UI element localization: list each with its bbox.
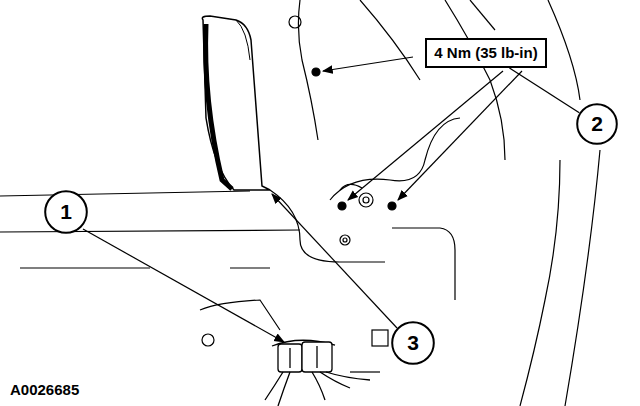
callout-circle-outline [45,191,87,233]
callout-circle: 3 [391,321,435,365]
torque-spec-box: 4 Nm (35 lb-in) [425,38,547,68]
callout-circle: 1 [44,190,88,234]
door-panel-lines [0,0,600,406]
figure-number: A0026685 [10,381,79,398]
leader-arrows [83,57,522,342]
callout-number: 2 [591,112,603,136]
fasteners [202,16,396,346]
leader-line [509,68,579,113]
callout-circle-outline [577,104,617,144]
electrical-connector [265,340,370,406]
door-handle [202,16,270,190]
callout-number: 1 [60,200,72,224]
callout-number: 3 [407,331,419,355]
callout-circle: 2 [576,103,618,145]
callout-circle-outline [392,322,434,364]
torque-value: 4 Nm (35 lb-in) [434,44,538,62]
